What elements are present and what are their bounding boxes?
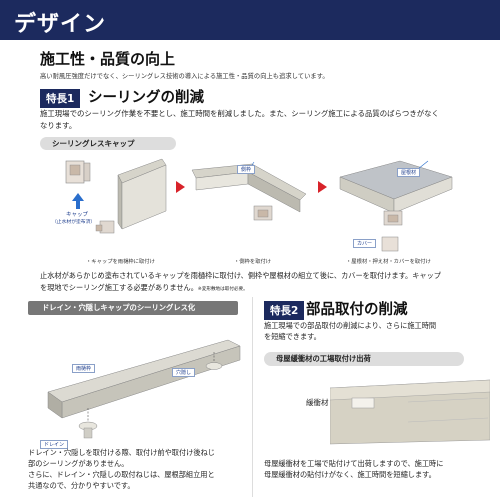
feature2-description: 施工現場での部品取付の削減により、さらに施工時間 を短縮できます。 [264,321,437,341]
page-heading: 施工性・品質の向上 [40,50,176,68]
step3-caption: ・屋根材・押え材・カバーを取付け [346,259,431,265]
side-frame-illustration [191,161,307,221]
feature1-body: 止水材があらかじめ塗布されているキャップを雨樋枠に取付け、側枠や屋根材の組立て後… [40,271,441,292]
drain-label: ドレイン [40,440,69,449]
drain-body: ドレイン・穴隠しを取付ける際、取付け前や取付け後ねじ 部のシーリングがありません… [28,448,215,490]
step2-caption: ・側枠を取付け [234,259,272,265]
buffer-pill: 母屋緩衝材の工場取付け出荷 [264,352,464,366]
feature2-body: 母屋緩衝材を工場で貼付けて出荷しますので、施工時に 母屋緩衝材の貼付けがなく、施… [264,459,444,479]
gutter-frame-part [95,158,167,234]
up-arrow-icon [72,193,84,209]
feature2-title: 部品取付の削減 [306,302,408,318]
section-title: デザイン [14,12,107,37]
cover-label: カバー [353,239,377,248]
cap-icon [65,160,91,184]
drain-illustration [47,339,241,439]
step1-caption: ・キャップを雨樋枠に取付け [86,259,155,265]
buffer-label: 緩衝材 [306,398,329,407]
side-frame-label: 側枠 [237,165,256,174]
section-header: デザイン [0,0,500,40]
sealingless-cap-pill: シーリングレスキャップ [40,137,176,150]
cap-install-illustration [65,158,167,234]
buffer-illustration [330,379,490,445]
feature1-description: 施工現場でのシーリング作業を不要とし、施工時間を削減しました。また、シーリング施… [40,109,439,130]
lead-text: 高い耐風圧強度だけでなく、シーリングレス技術の導入による施工性・品質の向上も追求… [40,73,329,80]
hole-cap-label: 穴隠し [172,368,196,377]
roof-install-illustration [339,160,453,252]
feature1-badge: 特長1 [40,89,81,108]
step-arrow-icon [176,181,185,193]
drain-pill: ドレイン・穴隠しキャップのシーリングレス化 [28,301,238,315]
column-divider [252,297,253,497]
cap-sub-label: （止水材が塗布済） [52,220,96,225]
feature1-title: シーリングの削減 [88,90,204,106]
buffer-pad [351,397,375,409]
gutter-frame-label: 雨樋枠 [72,364,96,373]
cap-label: キャップ [66,212,89,218]
feature2-badge: 特長2 [264,301,305,320]
roof-material-label: 屋根材 [397,168,421,177]
step-arrow-icon [318,181,327,193]
